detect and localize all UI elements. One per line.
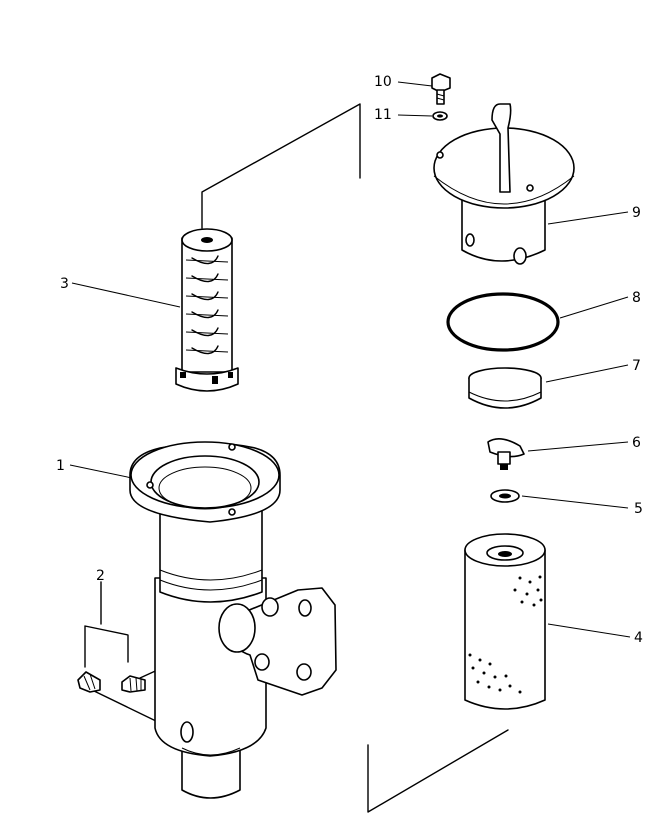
part-1-filter-housing [129,441,337,799]
callout-2: 2 [96,568,105,584]
callout-6: 6 [632,435,641,451]
part-3-strainer-element [175,228,239,392]
part-2-plug-left [77,671,101,693]
part-5-washer [490,489,520,503]
callout-7: 7 [632,358,641,374]
part-2-plug-right [121,675,146,693]
assembly-bracket-top [201,103,361,229]
part-4-filter-cartridge [464,533,546,710]
cartridge-perforations [468,575,543,694]
callout-5: 5 [634,501,643,517]
callout-9: 9 [632,205,641,221]
part-8-o-ring [446,292,560,352]
assembly-bracket-bottom [367,729,509,813]
callout-10: 10 [374,74,392,90]
part-6-valve [487,438,525,470]
callout-1: 1 [56,458,65,474]
part-9-cover [433,103,575,265]
callout-4: 4 [634,630,643,646]
callout-11: 11 [374,107,392,123]
leader-lines [69,81,631,638]
part-7-ring [468,367,542,409]
callout-8: 8 [632,290,641,306]
part-11-washer [432,111,448,121]
callout-3: 3 [60,276,69,292]
part-10-bolt [431,73,451,105]
